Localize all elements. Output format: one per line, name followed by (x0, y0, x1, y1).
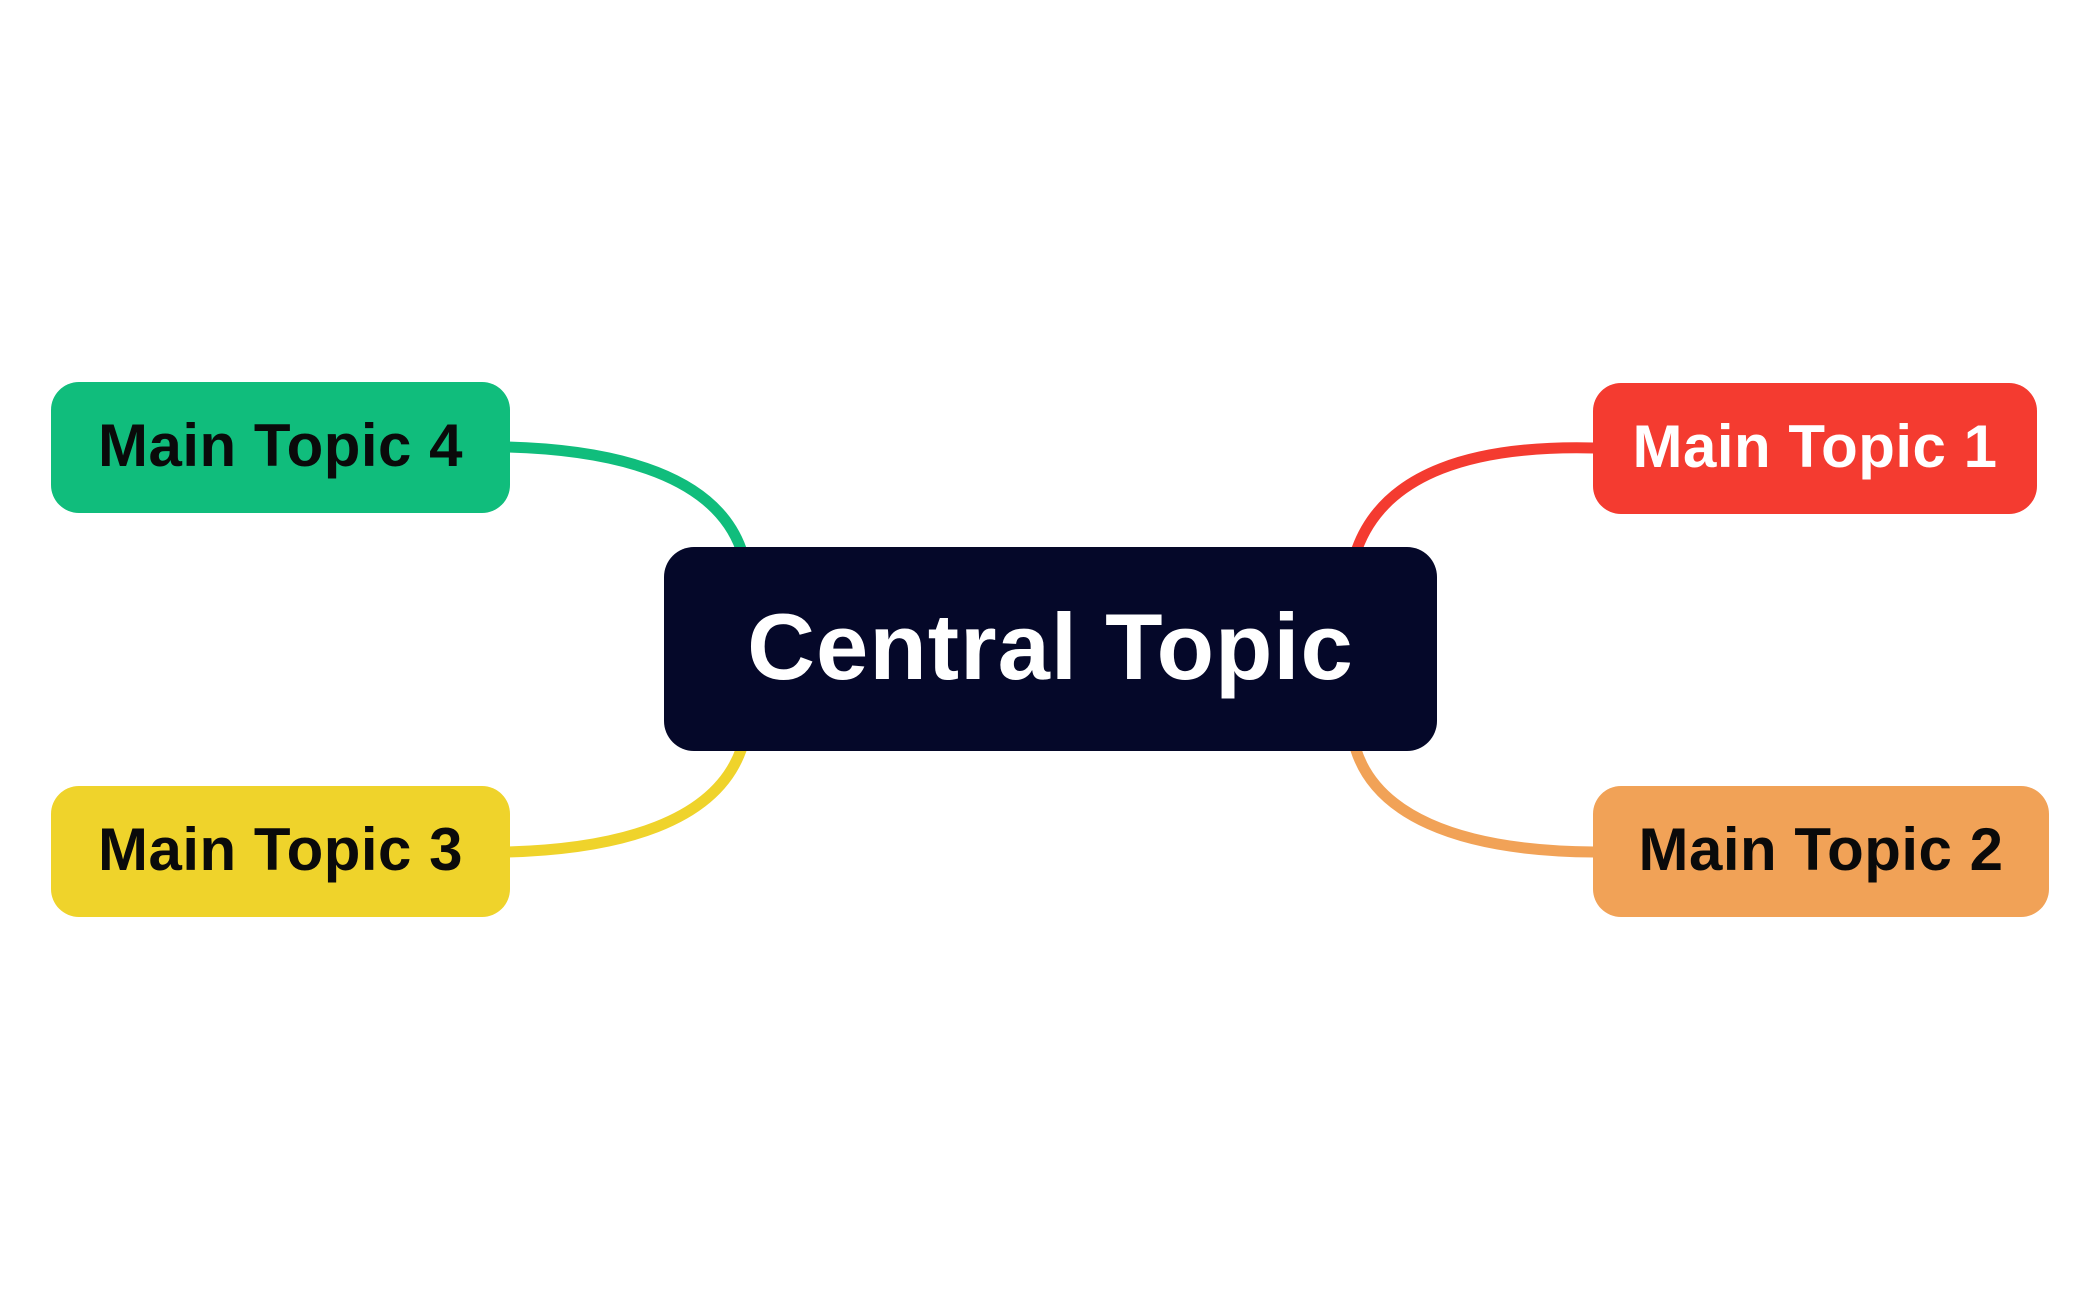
node-main-topic-3[interactable]: Main Topic 3 (51, 786, 510, 917)
main-topic-4-label: Main Topic 4 (98, 411, 463, 479)
main-topic-2-label: Main Topic 2 (1638, 815, 2004, 883)
main-topic-3-label: Main Topic 3 (98, 815, 463, 883)
connector-main-topic-3 (501, 744, 747, 858)
connector-main-topic-1 (1351, 442, 1600, 555)
node-main-topic-1[interactable]: Main Topic 1 (1593, 383, 2037, 514)
central-topic-node[interactable]: Central Topic (664, 547, 1437, 751)
node-main-topic-2[interactable]: Main Topic 2 (1593, 786, 2049, 917)
node-main-topic-4[interactable]: Main Topic 4 (51, 382, 510, 513)
main-topic-1-label: Main Topic 1 (1632, 412, 1998, 480)
connector-main-topic-2 (1350, 744, 1600, 858)
connector-main-topic-4 (501, 441, 747, 555)
central-topic-label: Central Topic (747, 594, 1354, 699)
